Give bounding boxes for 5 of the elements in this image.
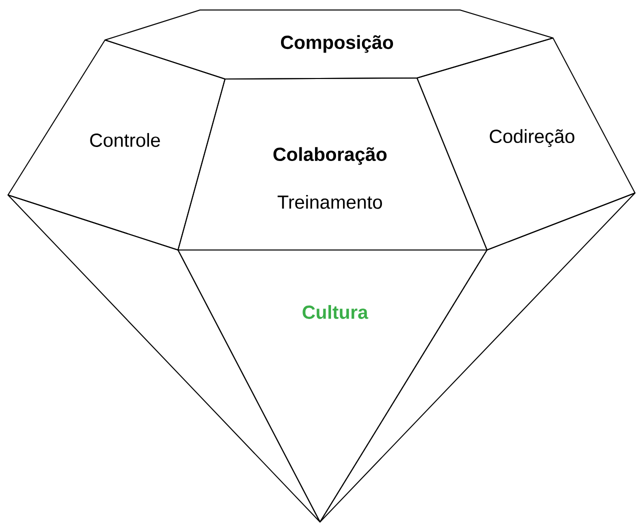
facet: Colaboração Treinamento xyxy=(178,78,488,250)
facet: Cultura xyxy=(178,250,488,522)
facet: Composição xyxy=(104,10,554,80)
facet: Codireção xyxy=(416,38,636,250)
facet: Controle xyxy=(8,40,226,250)
